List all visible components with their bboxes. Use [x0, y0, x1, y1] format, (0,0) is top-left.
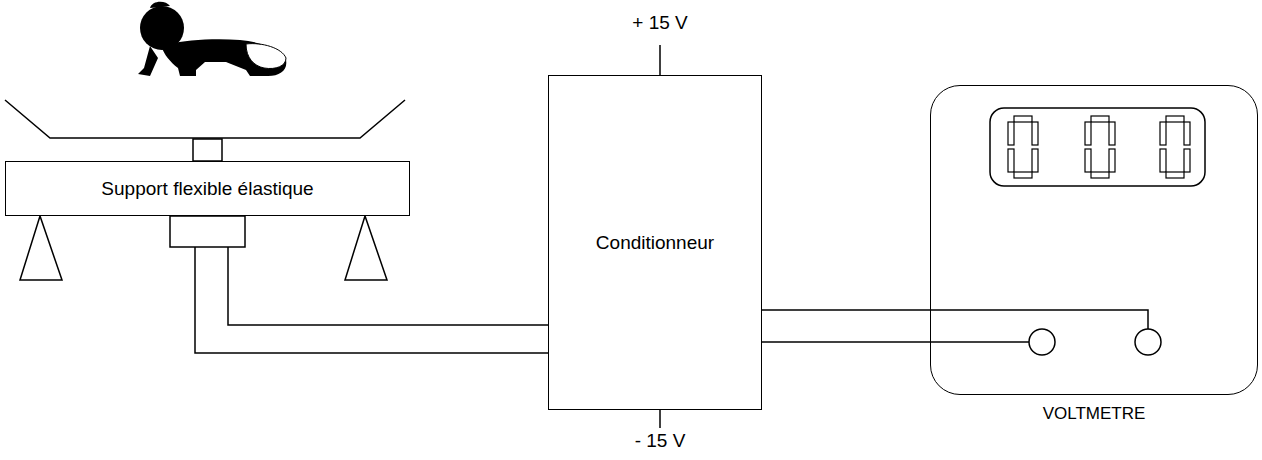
support-box: Support flexible élastique — [5, 161, 410, 216]
supply-lead — [659, 410, 661, 428]
digit-segment — [1008, 149, 1014, 172]
digit-segment — [1085, 149, 1091, 172]
terminal — [1029, 329, 1055, 355]
support-pivot — [20, 216, 62, 280]
digit-segment — [1184, 149, 1190, 172]
tray-stem — [193, 139, 222, 161]
digit-segment — [1032, 149, 1038, 172]
supply-voltage-label: + 15 V — [632, 12, 687, 34]
digit-segment — [1160, 149, 1166, 172]
digit-segment — [1166, 172, 1184, 178]
support-pivot — [345, 216, 387, 280]
supply-lead — [659, 45, 661, 75]
voltmeter-housing: VOLTMETRE — [930, 85, 1258, 395]
digit-segment — [1091, 116, 1109, 122]
digit-segment — [1008, 122, 1014, 145]
signal-wire — [762, 341, 1029, 343]
display-window — [990, 108, 1205, 186]
digit-segment — [1166, 116, 1184, 122]
digit-segment — [1109, 122, 1115, 145]
node-label: VOLTMETRE — [1043, 404, 1146, 424]
gauge-block — [170, 216, 245, 247]
baby-figure — [138, 2, 286, 76]
signal-wire — [228, 216, 548, 325]
conditioner-box: Conditionneur — [548, 75, 762, 410]
digit-segment — [1091, 172, 1109, 178]
node-label: Support flexible élastique — [101, 178, 313, 200]
digit-segment — [1109, 149, 1115, 172]
digit-segment — [1014, 116, 1032, 122]
digit-segment — [1184, 122, 1190, 145]
signal-wire — [195, 216, 548, 353]
node-label: Conditionneur — [596, 232, 714, 254]
tray — [5, 100, 405, 138]
digit-segment — [1160, 122, 1166, 145]
digit-segment — [1032, 122, 1038, 145]
digit-segment — [1085, 122, 1091, 145]
digit-segment — [1014, 172, 1032, 178]
signal-wire — [762, 310, 1148, 329]
terminal — [1135, 329, 1161, 355]
seven-segment-digits — [1008, 116, 1190, 178]
supply-voltage-label: - 15 V — [635, 430, 686, 452]
